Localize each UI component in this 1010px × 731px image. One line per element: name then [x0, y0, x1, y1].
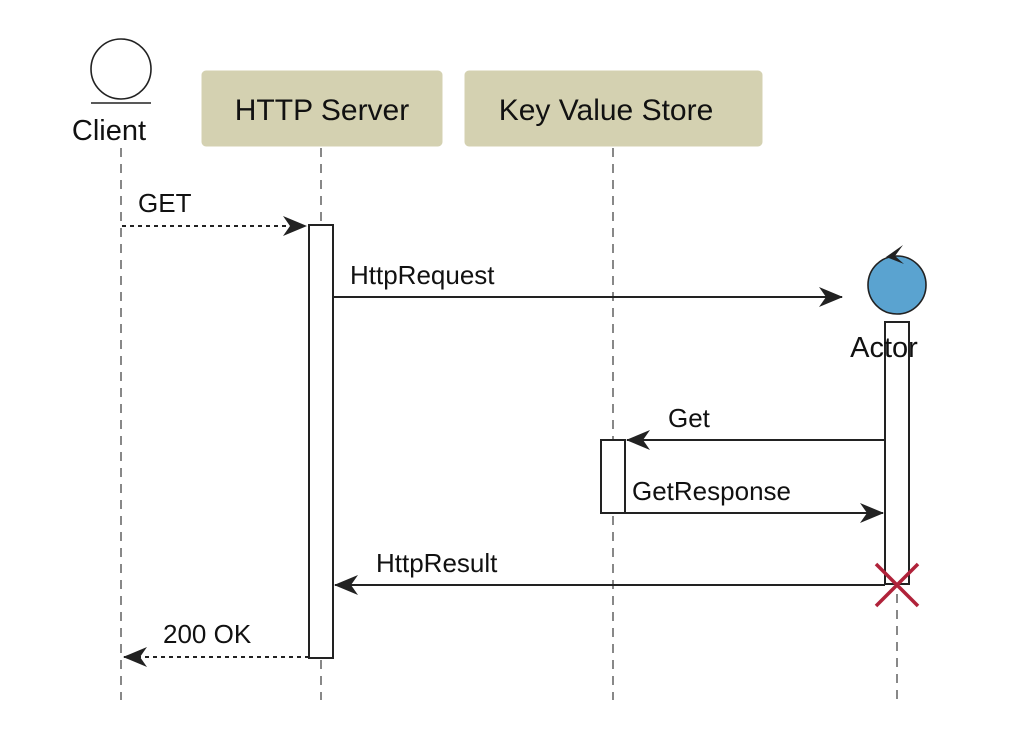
client-participant[interactable]: Client — [72, 38, 152, 147]
destroy-x-icon — [874, 562, 920, 608]
message-http-result[interactable]: HttpResult — [334, 548, 885, 595]
message-get[interactable]: GET — [122, 188, 307, 236]
message-get-kv-label: Get — [668, 403, 711, 433]
http-server-label: HTTP Server — [235, 94, 409, 127]
kv-store-activation — [600, 439, 626, 514]
control-icon — [867, 245, 927, 315]
message-get-kv[interactable]: Get — [626, 403, 885, 450]
message-200-ok[interactable]: 200 OK — [123, 619, 309, 667]
client-label: Client — [72, 115, 146, 147]
kv-store-label: Key Value Store — [499, 94, 714, 127]
http-server-activation — [308, 224, 334, 659]
message-200-ok-label: 200 OK — [163, 619, 252, 649]
actor-label: Actor — [850, 332, 918, 364]
actor-participant[interactable]: Actor — [850, 245, 927, 364]
message-http-request[interactable]: HttpRequest — [333, 260, 843, 307]
message-http-request-label: HttpRequest — [350, 260, 495, 290]
kv-store-participant[interactable]: Key Value Store — [464, 70, 763, 147]
message-http-result-label: HttpResult — [376, 548, 498, 578]
http-server-participant[interactable]: HTTP Server — [201, 70, 443, 147]
kv-store-box — [464, 70, 763, 147]
http-server-box — [201, 70, 443, 147]
message-get-label: GET — [138, 188, 192, 218]
actor-activation — [884, 321, 910, 585]
message-get-response-label: GetResponse — [632, 476, 791, 506]
message-get-response[interactable]: GetResponse — [625, 476, 884, 523]
boundary-icon — [90, 38, 152, 104]
